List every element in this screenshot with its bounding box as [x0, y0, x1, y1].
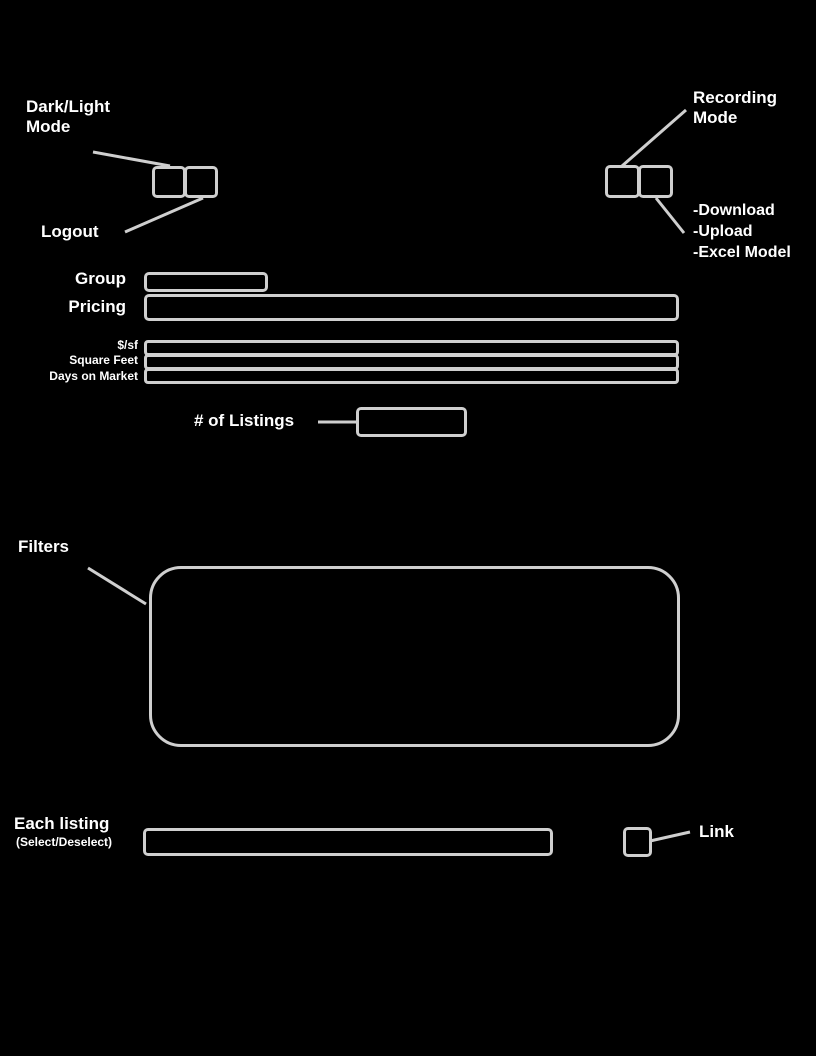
logout-label: Logout [41, 222, 99, 241]
export-option-upload: -Upload [693, 223, 753, 240]
days-on-market-bar[interactable] [144, 368, 679, 384]
num-listings-label: # of Listings [194, 411, 295, 430]
export-option-excel-model: -Excel Model [693, 244, 791, 261]
price-per-sf-label: $/sf [117, 338, 138, 352]
link-label: Link [699, 822, 734, 841]
square-feet-label: Square Feet [69, 353, 138, 367]
export-option-download: -Download [693, 202, 775, 219]
listing-row[interactable] [143, 828, 553, 856]
group-label: Group [75, 269, 126, 288]
dark-light-toggle-button[interactable] [152, 166, 186, 198]
days-on-market-label: Days on Market [49, 369, 138, 383]
each-listing-label: Each listing [14, 814, 110, 833]
recording-mode-label: Recording Mode [693, 88, 778, 127]
dark-light-mode-label: Dark/Light Mode [26, 97, 111, 136]
num-listings-display [356, 407, 467, 437]
link-button[interactable] [623, 827, 652, 857]
each-listing-sublabel: (Select/Deselect) [16, 835, 113, 849]
pricing-label: Pricing [68, 297, 126, 316]
pricing-bar[interactable] [144, 294, 679, 321]
logout-button[interactable] [184, 166, 218, 198]
filters-label: Filters [18, 537, 70, 556]
group-selector[interactable] [144, 272, 268, 292]
filters-panel[interactable] [149, 566, 680, 747]
recording-mode-button[interactable] [605, 165, 640, 198]
export-menu-button[interactable] [638, 165, 673, 198]
